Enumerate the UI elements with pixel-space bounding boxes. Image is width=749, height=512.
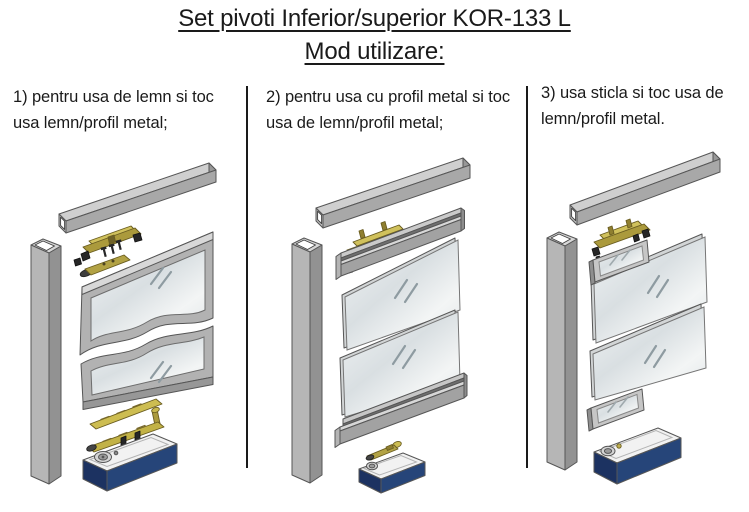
bottom-glass-clamp — [586, 388, 645, 432]
top-glass-clamp — [588, 239, 650, 286]
fixing-screws — [100, 239, 122, 258]
document-subtitle: Mod utilizare: — [304, 38, 445, 65]
document-title: Set pivoti Inferior/superior KOR-133 L — [178, 5, 571, 32]
floor-spring-unit — [593, 427, 682, 485]
column-divider-2 — [526, 86, 528, 468]
wood-door-panel-upper — [79, 231, 214, 356]
diagram-exploded-metal-profile-door-pivot-set — [291, 157, 471, 494]
header-rail — [315, 157, 471, 229]
section-1-label: 1) pentru usa de lemn si toc usa lemn/pr… — [13, 88, 214, 132]
floor-spring-unit — [358, 452, 426, 494]
column-divider-1 — [246, 86, 248, 468]
glass-panel-upper — [590, 233, 708, 344]
section-2-label: 2) pentru usa cu profil metal si toc usa… — [266, 88, 511, 132]
diagram-exploded-wood-door-pivot-set — [30, 162, 217, 492]
wood-door-panel-lower — [80, 325, 214, 410]
section-3-label: 3) usa sticla si toc usa de lemn/profil … — [541, 84, 724, 128]
title-block: Set pivoti Inferior/superior KOR-133 L M… — [0, 2, 749, 67]
glass-panel-lower — [589, 303, 707, 401]
bottom-door-profile-rail — [334, 372, 468, 448]
bottom-pivot-pin-brass — [365, 441, 402, 461]
door-jamb-post — [546, 231, 578, 471]
top-pivot-brass — [73, 225, 143, 267]
door-jamb-post — [291, 237, 323, 484]
door-jamb-post — [30, 238, 62, 485]
header-rail — [569, 151, 721, 226]
top-door-profile-rail — [335, 207, 465, 280]
header-rail — [58, 162, 217, 234]
diagram-exploded-glass-door-pivot-set — [546, 151, 721, 485]
floor-spring-unit — [82, 433, 178, 492]
glass-panel-upper — [341, 237, 461, 351]
top-pivot-arm-brass — [79, 254, 131, 278]
